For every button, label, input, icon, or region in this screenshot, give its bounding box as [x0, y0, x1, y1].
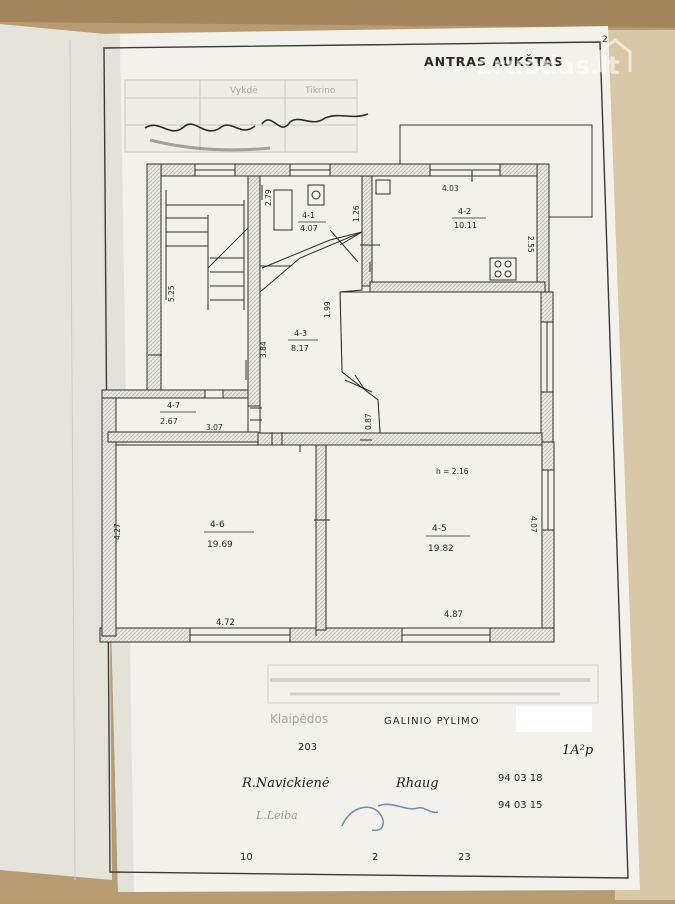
dim-4-87: 4.87: [444, 610, 463, 620]
stamp-header-vykde: Vykdė: [230, 86, 258, 96]
doors: [148, 185, 380, 636]
dim-2-55: 2.55: [526, 236, 535, 253]
watermark-logo: aruodas.lt: [476, 51, 620, 80]
faded-name: L.Leiba: [255, 809, 298, 822]
room-area-4-7: 2.67: [160, 417, 178, 426]
room-area-4-3: 8.17: [291, 344, 309, 353]
dim-4-72: 4.72: [216, 618, 235, 628]
room-area-4-5: 19.82: [428, 544, 454, 554]
room-id-4-5: 4-5: [432, 524, 447, 534]
dim-1-26: 1.26: [352, 205, 361, 222]
signature-initials: Rhaug: [395, 776, 439, 791]
signature-name: R.Navickienė: [241, 776, 330, 791]
staircase: [165, 190, 249, 310]
street-label: GALINIO PYLIMO: [384, 716, 480, 727]
room-area-4-2: 10.11: [454, 221, 477, 230]
scribbled-signature: [144, 113, 369, 132]
corner-number: 2: [602, 35, 608, 45]
left-page: [0, 24, 112, 880]
room-id-4-7: 4-7: [167, 401, 180, 410]
windows: [189, 163, 555, 643]
blue-signature: [341, 803, 439, 832]
room-id-4-1: 4-1: [302, 211, 315, 220]
dim-1-99: 1.99: [323, 301, 332, 318]
page-num-23: 23: [458, 852, 471, 863]
fixtures: [273, 170, 517, 281]
dim-3-07: 3.07: [206, 423, 223, 432]
room-area-4-6: 19.69: [207, 540, 233, 550]
top-stamp-table: [124, 79, 358, 153]
redacted-box: [516, 706, 592, 732]
stamp-header-tikrino: Tikrino: [304, 86, 336, 96]
room-id-4-3: 4-3: [294, 329, 307, 338]
room-fills: [115, 175, 543, 629]
date-2: 94 03 15: [498, 800, 543, 811]
sheet-code: 1A²p: [562, 743, 594, 758]
room-area-4-1: 4.07: [300, 224, 318, 233]
faded-stamp-block: [267, 664, 599, 704]
room-id-4-2: 4-2: [458, 207, 471, 216]
dim-0-87: 0.87: [364, 413, 373, 430]
page-num-10: 10: [240, 852, 253, 863]
dim-2-79: 2.79: [264, 189, 273, 206]
room-id-4-6: 4-6: [210, 520, 225, 530]
dim-4-27: 4.27: [113, 523, 122, 540]
dim-4-03: 4.03: [442, 184, 459, 193]
page-num-2: 2: [372, 852, 378, 863]
watermark-house-icon: [598, 38, 632, 72]
dim-3-84: 3.84: [259, 341, 268, 358]
dim-5-25: 5.25: [167, 285, 176, 302]
room-labels: 4-1 4.07 4-2 10.11 4-3 8.17 4-7 2.67 4-6…: [160, 207, 486, 554]
date-1: 94 03 18: [498, 773, 543, 784]
sheet-title: ANTRAS AUKŠTAS: [424, 54, 564, 69]
ceiling-height: h = 2.16: [436, 467, 469, 476]
dimension-labels: 2.79 1.26 4.03 2.55 5.25 1.99 3.84 3.07 …: [113, 184, 538, 628]
code-203: 203: [298, 742, 317, 753]
dim-4-07: 4.07: [529, 516, 538, 533]
faded-city-text: Klaipėdos: [270, 712, 328, 726]
